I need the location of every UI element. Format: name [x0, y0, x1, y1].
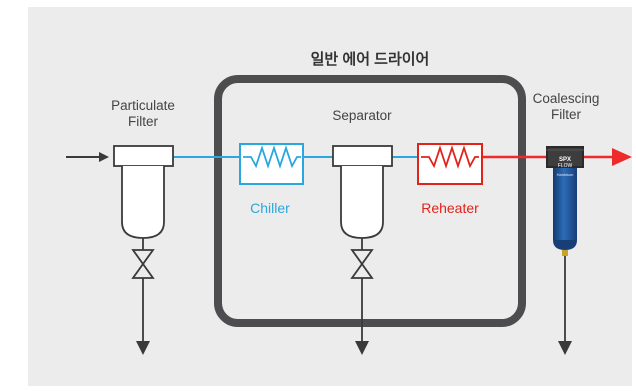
separator-vessel — [332, 145, 393, 239]
filter-brand-line3: Hankison — [557, 172, 574, 177]
coalescing-filter-label-line1: Coalescing — [533, 91, 600, 106]
particulate-drain-arrowhead — [136, 341, 150, 355]
outlet-arrowhead — [612, 148, 632, 166]
reheater-exchanger — [417, 143, 483, 185]
coalescing-filter-label-line2: Filter — [551, 107, 582, 122]
separator-label: Separator — [332, 108, 392, 123]
dryer-title: 일반 에어 드라이어 — [311, 51, 430, 68]
air-dryer-enclosure — [214, 75, 526, 327]
filter-brand-line1: SPX — [559, 157, 571, 163]
particulate-filter-drain — [131, 238, 155, 344]
chiller-exchanger — [239, 143, 304, 185]
chiller-label: Chiller — [250, 200, 290, 216]
filter-brand-line2: FLOW — [558, 163, 573, 169]
particulate-filter — [113, 145, 174, 239]
separator-drain — [350, 238, 374, 344]
coalescing-filter-drain — [558, 256, 572, 355]
particulate-filter-label-line2: Filter — [128, 114, 159, 129]
particulate-filter-label-line1: Particulate — [111, 98, 175, 113]
separator-drain-arrowhead — [355, 341, 369, 355]
reheater-label: Reheater — [421, 200, 479, 216]
coalescing-filter-unit — [546, 146, 584, 256]
